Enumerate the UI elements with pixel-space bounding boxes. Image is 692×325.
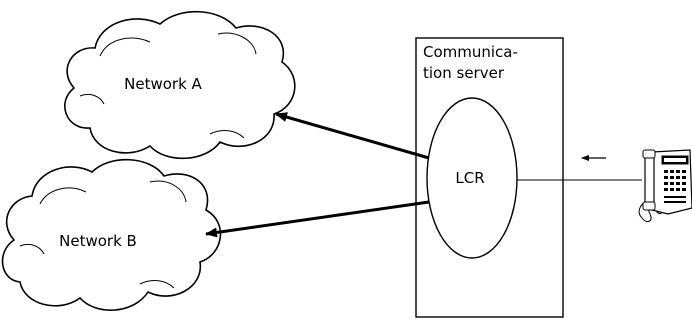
network-a-label: Network A xyxy=(124,75,202,93)
lcr-label: LCR xyxy=(455,169,484,187)
telephone-icon xyxy=(638,149,692,222)
arrow-to-network-a xyxy=(275,112,430,160)
arrow-to-network-b xyxy=(205,200,430,238)
lcr-node: LCR xyxy=(426,97,518,259)
network-b-label: Network B xyxy=(59,232,137,250)
network-a-cloud: Network A xyxy=(64,10,296,160)
server-label-line2: tion server xyxy=(423,64,505,82)
network-b-cloud: Network B xyxy=(1,158,222,311)
server-label-line1: Communica- xyxy=(423,43,518,61)
